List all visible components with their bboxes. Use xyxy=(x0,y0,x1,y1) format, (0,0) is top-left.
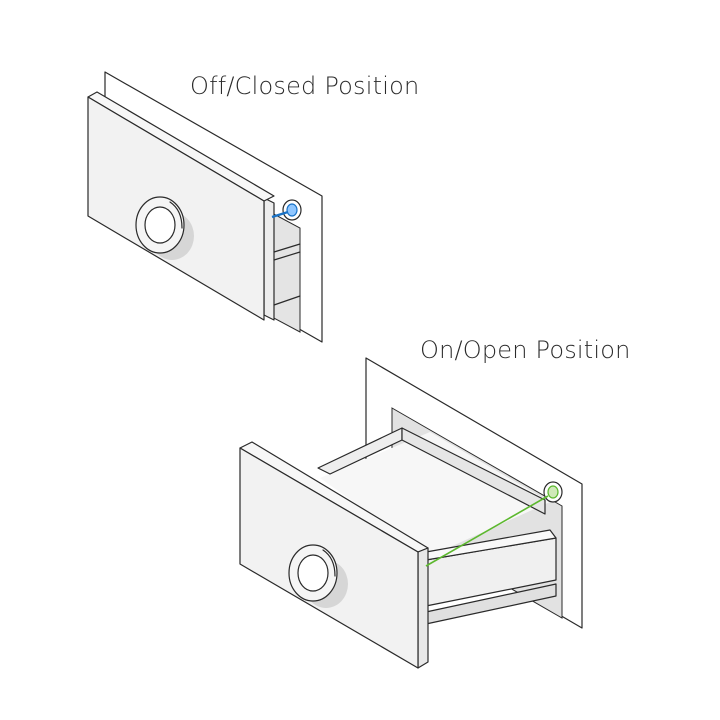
open-back-wall xyxy=(401,427,546,515)
closed-position-title: Off/Closed Position xyxy=(190,72,420,100)
closed-rail-line xyxy=(273,243,301,253)
closed-rail-line-3 xyxy=(273,295,301,306)
open-drawer-floor xyxy=(320,432,550,556)
open-sensor-beam xyxy=(425,495,549,567)
proximity-sensor-icon xyxy=(282,199,302,221)
drawer-knob-icon xyxy=(288,544,348,608)
open-position-title: On/Open Position xyxy=(420,336,631,364)
drawer-knob-icon xyxy=(135,196,194,260)
closed-rail-line-2 xyxy=(273,251,301,261)
closed-drawer-assembly xyxy=(87,71,323,343)
proximity-sensor-icon xyxy=(543,481,563,503)
open-drawer-assembly xyxy=(239,357,583,669)
closed-sensor-beam xyxy=(271,210,289,219)
